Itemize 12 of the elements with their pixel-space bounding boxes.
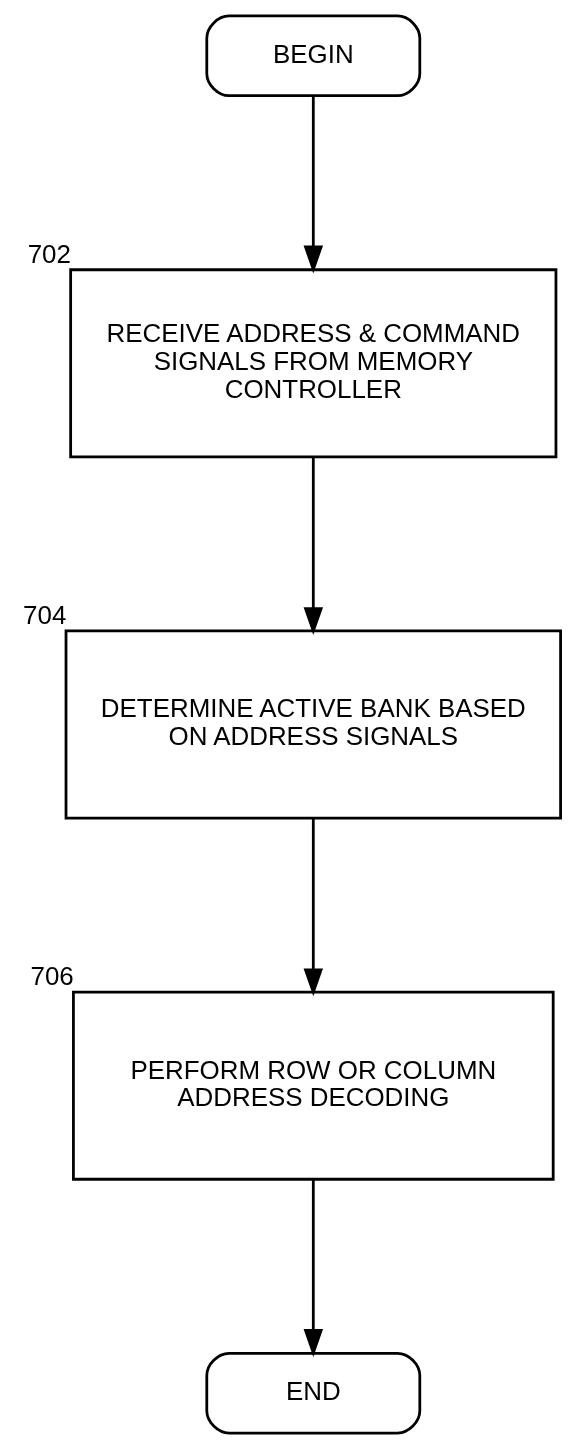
arrow xyxy=(303,818,324,997)
node-label: 706 xyxy=(30,962,74,991)
node-box: BEGIN xyxy=(205,14,422,97)
arrow xyxy=(303,1179,324,1357)
node-box: RECEIVE ADDRESS & COMMAND SIGNALS FROM MEMORY CONTROLLER xyxy=(69,268,558,459)
node-box: DETERMINE ACTIVE BANK BASED ON ADDRESS SIGNALS xyxy=(64,629,562,820)
node-box: END xyxy=(205,1351,422,1435)
node-box: PERFORM ROW OR COLUMN ADDRESS DECODING xyxy=(72,990,555,1181)
arrow xyxy=(303,96,324,274)
arrow xyxy=(303,457,324,636)
node-label: 702 xyxy=(27,239,71,268)
node-label: 704 xyxy=(23,600,67,629)
